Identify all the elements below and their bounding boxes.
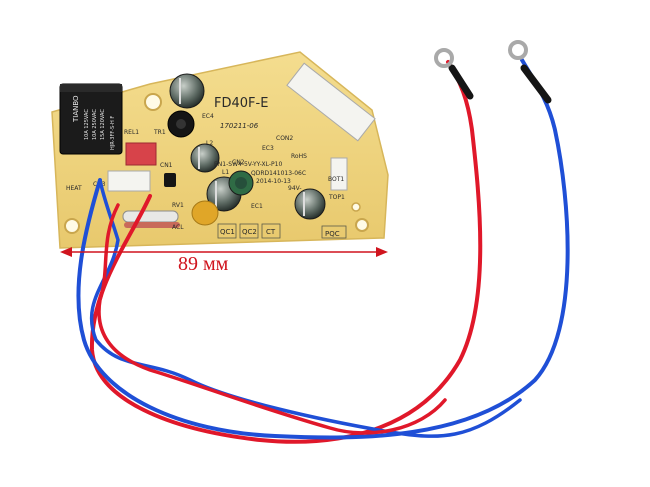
wire-harness xyxy=(76,58,570,444)
blue-wire xyxy=(89,178,522,438)
dimension-line xyxy=(60,247,388,257)
relay-rating: 15A 120VAC xyxy=(100,109,106,140)
connector-red xyxy=(125,142,157,166)
silk-label: CN2 xyxy=(232,159,245,166)
capacitor xyxy=(294,188,326,220)
board-part-number: EN1-SW4-5V-YY-XL-P10 xyxy=(214,161,282,168)
relay xyxy=(59,83,123,155)
connector-cn3 xyxy=(107,170,151,192)
wire-sleeve xyxy=(448,64,474,100)
board-date: 2014-10-13 xyxy=(256,178,291,185)
ring-terminal xyxy=(434,48,454,68)
board-marking: 94V- xyxy=(288,185,302,192)
capacitor xyxy=(228,170,254,196)
silkscreen-box xyxy=(217,223,237,239)
varistor xyxy=(191,200,219,226)
relay-model: HJR-3FF-S-H F xyxy=(110,116,116,150)
silk-label: RV1 xyxy=(172,202,184,209)
relay-rating: 10A 125VAC xyxy=(84,109,90,140)
silkscreen-box xyxy=(239,223,259,239)
silk-label: PQC xyxy=(325,230,340,238)
mount-hole xyxy=(351,202,361,212)
mount-hole xyxy=(144,93,162,111)
connector-con2 xyxy=(286,62,376,142)
board-batch: QDRD141013-06C xyxy=(251,170,306,177)
silk-label: ACL xyxy=(172,224,184,231)
silk-label: QC1 xyxy=(220,228,235,236)
silk-label: CN1 xyxy=(160,162,173,169)
inductor xyxy=(167,110,195,138)
silk-label: L1 xyxy=(222,169,229,176)
board-model-label: FD40F-E xyxy=(214,96,268,111)
blue-wire xyxy=(76,58,570,440)
silk-label: L2 xyxy=(206,140,213,147)
silk-label: QC2 xyxy=(242,228,257,236)
silk-label: TR1 xyxy=(153,129,166,136)
silk-label: EC3 xyxy=(262,145,274,152)
arrow-left-icon xyxy=(60,247,72,257)
resistor xyxy=(122,210,179,223)
mount-hole xyxy=(355,218,369,232)
wire-sleeve xyxy=(520,64,552,104)
transistor xyxy=(164,173,176,187)
board-date-code: 170211-06 xyxy=(220,122,259,130)
capacitor xyxy=(169,73,205,109)
silk-label: CT xyxy=(266,228,276,236)
silk-label: REL1 xyxy=(124,129,139,136)
silkscreen-box xyxy=(321,225,347,239)
silk-label: TOP1 xyxy=(328,194,345,201)
red-wire xyxy=(97,203,447,435)
capacitor xyxy=(190,143,220,173)
silk-label: HEAT xyxy=(66,185,82,192)
silk-label: EC4 xyxy=(202,113,214,120)
silkscreen-box xyxy=(261,223,281,239)
arrow-right-icon xyxy=(376,247,388,257)
silk-label: BOT1 xyxy=(328,176,344,183)
mount-hole xyxy=(64,218,80,234)
relay-brand: TIANBO xyxy=(72,95,80,123)
ring-terminal xyxy=(508,40,528,60)
connector-top1 xyxy=(330,157,348,191)
silk-label: CON2 xyxy=(276,135,293,142)
rohs-mark: RoHS xyxy=(291,153,307,160)
relay-rating: 10A 250VAC xyxy=(92,109,98,140)
dimension-label: 89 мм xyxy=(178,253,229,275)
silk-label: EC1 xyxy=(251,203,263,210)
